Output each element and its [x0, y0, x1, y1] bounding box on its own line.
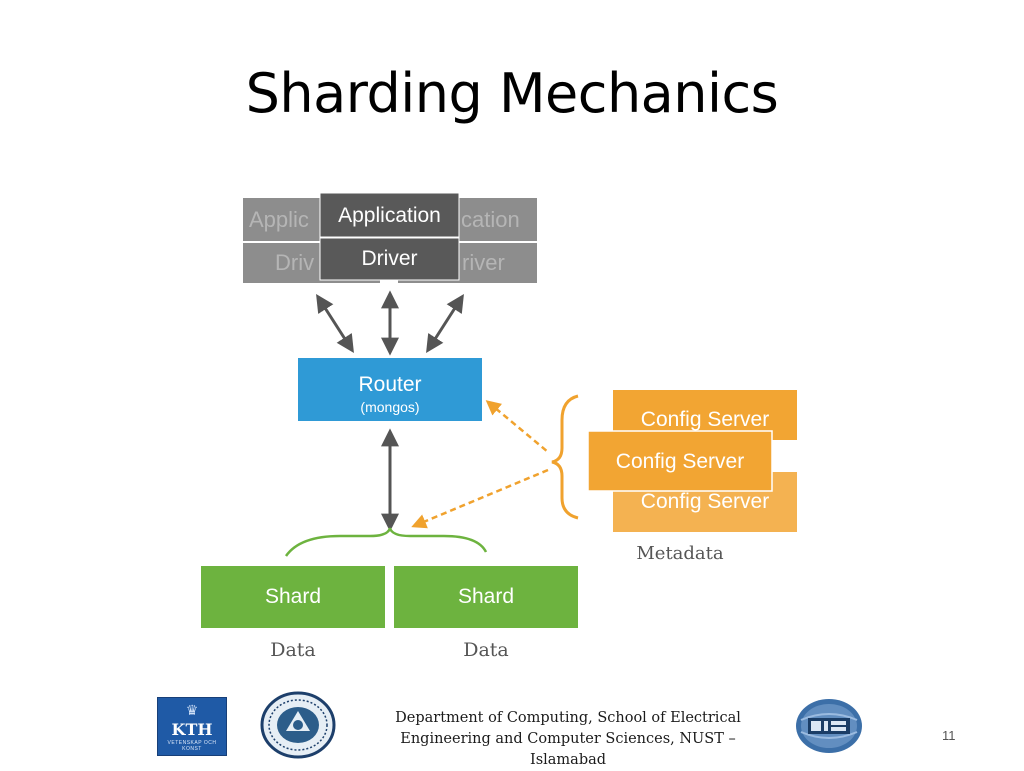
application-stack: Application Driver — [319, 192, 460, 281]
config-brace — [551, 394, 579, 520]
ais-logo — [796, 699, 862, 753]
footer-department-text: Department of Computing, School of Elect… — [372, 708, 764, 771]
router-label: Router — [358, 373, 421, 396]
router-box: Router (mongos) — [298, 358, 482, 421]
application-ghost-right-label: cation — [461, 207, 520, 232]
driver-ghost-left-label: Driv — [275, 250, 314, 275]
config-server-label-front: Config Server — [616, 450, 744, 473]
application-ghost-left-label: Applic — [249, 207, 309, 232]
kth-logo: ♛ KTH VETENSKAP OCH KONST — [157, 697, 227, 756]
footer-line-3: Islamabad — [529, 752, 607, 768]
shard-brace — [284, 527, 488, 557]
data-label-1: Data — [270, 639, 316, 661]
nust-logo — [260, 691, 336, 759]
footer-line-1: Department of Computing, School of Elect… — [395, 710, 741, 726]
driver-ghost-right-label: river — [462, 250, 505, 275]
kth-logo-subtext: VETENSKAP OCH KONST — [167, 740, 217, 752]
application-label: Application — [338, 204, 441, 227]
footer-line-2: Engineering and Computer Sciences, NUST … — [400, 731, 736, 747]
crown-icon: ♛ — [185, 702, 199, 718]
shard-box-2: Shard — [394, 566, 578, 628]
kth-logo-text: KTH — [171, 720, 213, 739]
config-server-label-back-bottom: Config Server — [641, 490, 769, 513]
app-router-arrows — [316, 290, 464, 356]
shard-box-1: Shard — [201, 566, 385, 628]
config-server-front: Config Server — [587, 430, 773, 492]
metadata-label: Metadata — [636, 543, 724, 564]
driver-label: Driver — [362, 247, 418, 270]
slide-title: Sharding Mechanics — [245, 62, 779, 125]
data-label-2: Data — [463, 639, 509, 661]
router-sublabel: (mongos) — [360, 399, 419, 415]
shard-label-1: Shard — [265, 585, 321, 608]
shard-label-2: Shard — [458, 585, 514, 608]
config-server-label-back-top: Config Server — [641, 408, 769, 431]
config-dashed-arrows — [411, 400, 549, 529]
page-number: 11 — [942, 728, 956, 743]
